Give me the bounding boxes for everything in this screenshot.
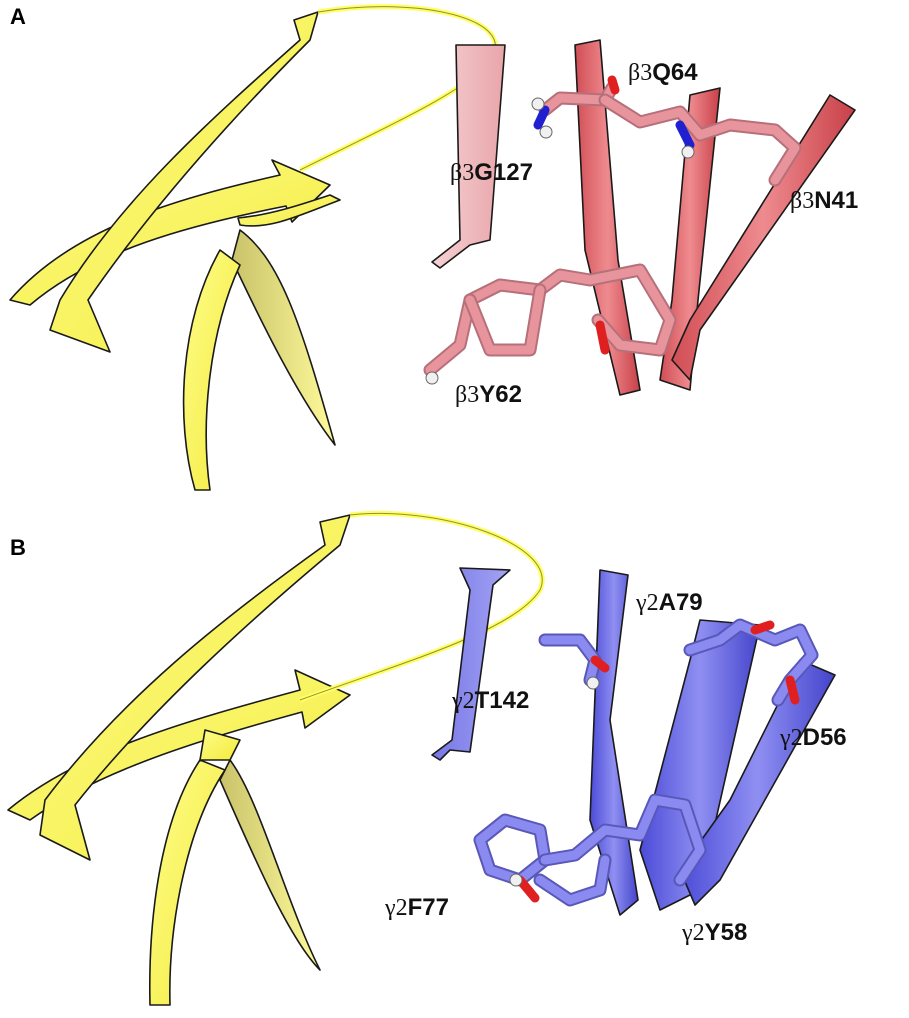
label-g2f77: γ2F77 [384, 894, 449, 921]
panel-b-letter: B [10, 535, 26, 560]
panel-b-sticks [473, 618, 819, 907]
label-b3g127: β3G127 [450, 159, 533, 186]
label-b3q64: β3Q64 [628, 59, 698, 86]
label-g2y58: γ2Y58 [681, 919, 747, 946]
panel-a-sticks [423, 75, 802, 377]
label-b3n41: β3N41 [790, 187, 858, 214]
panel-a-letter: A [10, 4, 26, 29]
label-b3y62: β3Y62 [455, 381, 522, 408]
panel-b-hydrogens [509, 676, 600, 887]
panel-a-red-ribbon [431, 39, 856, 396]
panel-a-yellow-ribbon [9, 4, 498, 491]
panel-a-hydrogens [425, 97, 695, 385]
panel-a: A [9, 4, 858, 491]
panel-b-yellow-ribbon [7, 510, 545, 1006]
label-g2d56: γ2D56 [779, 724, 847, 751]
label-g2a79: γ2A79 [635, 589, 703, 616]
label-g2t142: γ2T142 [451, 687, 529, 714]
panel-b: B [7, 510, 847, 1006]
